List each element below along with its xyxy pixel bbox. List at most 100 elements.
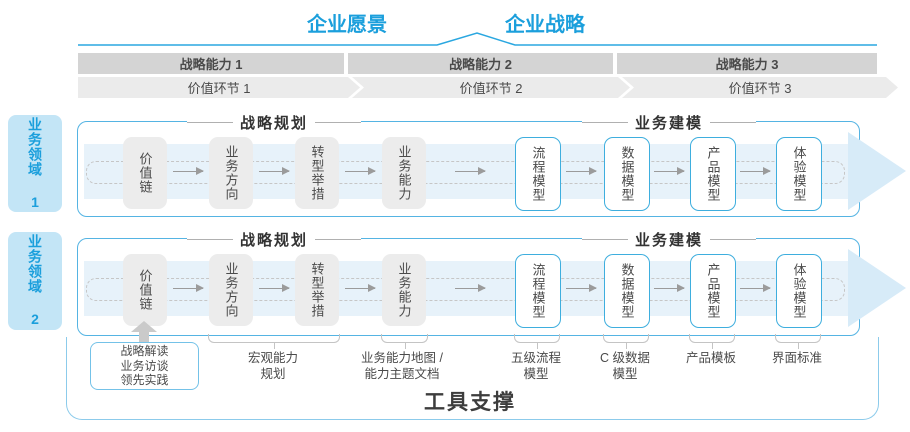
annotation-line: 产品模板 [685, 351, 736, 365]
box-transformation-initiatives-text: 转型举措 [309, 262, 325, 318]
modeling-header-text: 业务建模 [635, 231, 704, 249]
box-business-capability: 业务能力 [382, 254, 426, 326]
box-data-model-text: 数据模型 [619, 263, 635, 319]
annotation-data-c: C 级数据 模型 [550, 350, 700, 382]
box-business-direction: 业务方向 [209, 137, 253, 209]
bracket-stem [404, 342, 406, 349]
planning-header: 战略规划 [187, 228, 362, 250]
annotation-line: 模型 [612, 367, 638, 381]
up-arrow-icon [131, 321, 157, 332]
up-arrow-shaft [139, 332, 149, 343]
box-transformation-initiatives-text: 转型举措 [309, 145, 325, 201]
annotation-line: 规划 [260, 367, 286, 381]
box-experience-model-text: 体验模型 [791, 146, 807, 202]
box-data-model-text: 数据模型 [619, 146, 635, 202]
practice-line-1: 战略解读 [120, 344, 169, 359]
dashed-track [86, 278, 845, 301]
box-business-direction-text: 业务方向 [223, 145, 239, 201]
annotation-line: 五级流程 [510, 351, 561, 365]
flow-arrow-right-icon [848, 132, 906, 210]
arrow-icon [455, 284, 486, 292]
planning-header: 战略规划 [187, 111, 362, 133]
value-link-ribbon-1: 价值环节 1 [78, 77, 360, 98]
bracket-macro-capability [208, 334, 340, 349]
tool-support-title: 工具支撑 [424, 391, 516, 414]
box-business-direction: 业务方向 [209, 254, 253, 326]
capability-band-3: 战略能力 3 [617, 53, 877, 74]
annotation-ui-standard: 界面标准 [722, 350, 872, 366]
value-link-ribbon-2: 价值环节 2 [352, 77, 630, 98]
arrow-icon [654, 167, 685, 175]
bracket-stem [537, 342, 538, 349]
box-business-capability: 业务能力 [382, 137, 426, 209]
practice-line-2: 业务访谈 [120, 358, 169, 373]
arrow-icon [740, 284, 771, 292]
box-value-chain: 价值链 [123, 137, 167, 209]
box-product-model-text: 产品模型 [705, 146, 721, 202]
bracket-data-model [603, 334, 649, 349]
box-data-model: 数据模型 [604, 254, 650, 328]
box-value-chain: 价值链 [123, 254, 167, 326]
domain-label-1: 业务领域 1 [8, 115, 62, 212]
bracket-product-template [689, 334, 735, 349]
capability-band-1: 战略能力 1 [78, 53, 344, 74]
header-line-left [582, 238, 628, 240]
box-data-model: 数据模型 [604, 137, 650, 211]
arrow-icon [259, 167, 290, 175]
modeling-header: 业务建模 [582, 228, 757, 250]
divider-line-peak [78, 32, 877, 46]
bracket-process-model [514, 334, 560, 349]
annotation-line: 能力主题文档 [364, 367, 440, 381]
box-business-capability-text: 业务能力 [396, 262, 412, 318]
arrow-icon [654, 284, 685, 292]
annotation-line: C 级数据 [599, 351, 650, 365]
box-value-chain-text: 价值链 [137, 152, 153, 194]
business-domain-panel-2: 战略规划 业务建模 价值链 业务方向 转型举措 业务能力 流程模型 数据模型 产… [77, 228, 906, 336]
box-product-model: 产品模型 [690, 137, 736, 211]
header-line-right [315, 121, 362, 123]
domain-label-2: 业务领域 2 [8, 232, 62, 330]
arrow-icon [345, 167, 376, 175]
planning-header-text: 战略规划 [240, 114, 309, 132]
box-process-model-text: 流程模型 [530, 263, 546, 319]
tool-support-container [66, 337, 879, 420]
header-line-left [187, 238, 233, 240]
bracket-ui-standard [775, 334, 821, 349]
header-line-right [710, 121, 757, 123]
box-value-chain-text: 价值链 [137, 269, 153, 311]
arrow-icon [259, 284, 290, 292]
box-transformation-initiatives: 转型举措 [295, 137, 339, 209]
annotation-line: 模型 [523, 367, 549, 381]
annotation-product-template: 产品模板 [636, 350, 786, 366]
bracket-stem [798, 342, 799, 349]
domain-label-2-text: 业务领域 2 [27, 234, 43, 328]
annotation-process-l5: 五级流程 模型 [461, 350, 611, 382]
box-process-model: 流程模型 [515, 137, 561, 211]
box-business-capability-text: 业务能力 [396, 145, 412, 201]
box-business-direction-text: 业务方向 [223, 262, 239, 318]
value-link-ribbon-3: 价值环节 3 [622, 77, 898, 98]
annotation-line: 界面标准 [771, 351, 822, 365]
box-product-model: 产品模型 [690, 254, 736, 328]
box-experience-model-text: 体验模型 [791, 263, 807, 319]
bracket-stem [626, 342, 627, 349]
dashed-track [86, 161, 845, 184]
planning-header-text: 战略规划 [240, 231, 309, 249]
modeling-header: 业务建模 [582, 111, 757, 133]
arrow-icon [740, 167, 771, 175]
header-line-right [710, 238, 757, 240]
arrow-icon [173, 167, 204, 175]
box-transformation-initiatives: 转型举措 [295, 254, 339, 326]
modeling-header-text: 业务建模 [635, 114, 704, 132]
arrow-icon [566, 167, 597, 175]
header-line-right [315, 238, 362, 240]
title-enterprise-strategy: 企业战略 [505, 14, 585, 36]
header-line-left [582, 121, 628, 123]
box-process-model-text: 流程模型 [530, 146, 546, 202]
domain-label-1-text: 业务领域 1 [27, 116, 43, 211]
practice-annotation-box: 战略解读 业务访谈 领先实践 [90, 342, 199, 390]
capability-band-2: 战略能力 2 [348, 53, 613, 74]
flow-arrow-right-icon [848, 249, 906, 327]
annotation-macro-capability: 宏观能力 规划 [198, 350, 348, 382]
